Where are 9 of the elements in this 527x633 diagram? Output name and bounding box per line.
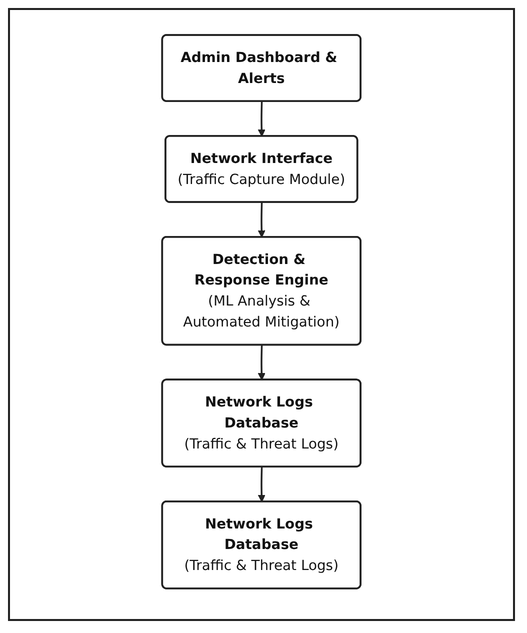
arrow [258,345,266,380]
process-box: Network Logs Database (Traffic & Threat Logs) [161,500,362,590]
process-box: Admin Dashboard & Alerts [161,34,362,102]
arrow [258,202,266,238]
process-box: Network Interface (Traffic Capture Module) [164,135,358,203]
arrow [258,466,266,502]
arrow [258,102,266,137]
process-box: Detection & Response Engine (ML Analysis & Automated Mitigation) [161,236,362,346]
process-box: Network Logs Database (Traffic & Threat Logs) [161,378,362,468]
